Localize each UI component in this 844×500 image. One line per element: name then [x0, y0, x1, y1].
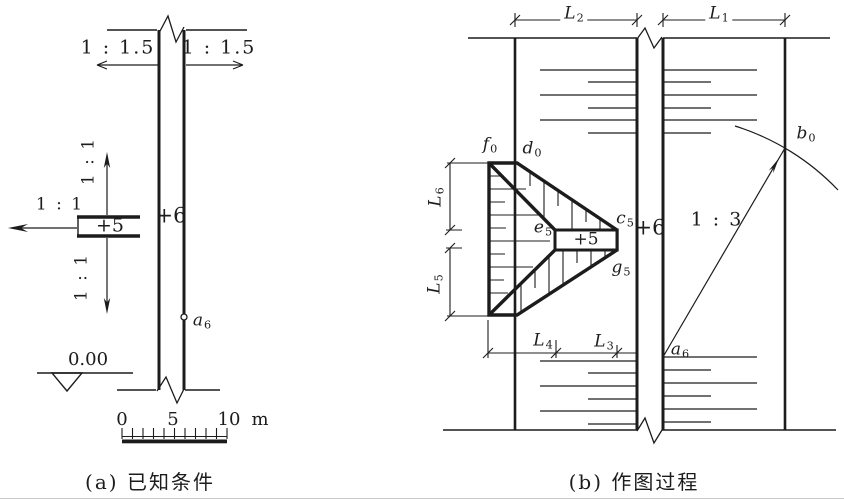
- slope-ratio-platform-up: 1 : 1: [78, 136, 99, 186]
- fig-b-platform-rect: [553, 228, 619, 252]
- fig-b-platform-slope-hatching: [489, 172, 606, 311]
- platform-elevation-label-a: +5: [95, 214, 125, 237]
- point-label-a6-fig-a: a6: [192, 310, 212, 332]
- fig-a-platform-outline: [77, 215, 140, 238]
- fig-a-road-lines: [157, 30, 186, 390]
- slope-ratio-top-right: 1 : 1.5: [181, 36, 257, 59]
- road-elevation-label-b: +6: [634, 215, 666, 240]
- arrowhead-left: [8, 224, 28, 232]
- arrowhead-down: [103, 298, 111, 314]
- scale-tick-10: 10: [217, 409, 241, 430]
- dim-label-L5: L5: [424, 274, 446, 294]
- point-label-f0: f0: [482, 134, 498, 156]
- datum-elevation-label: 0.00: [67, 349, 109, 370]
- point-label-e5: e5: [533, 217, 553, 239]
- fig-b-road-lines: [635, 38, 665, 430]
- slope-ratio-platform-down: 1 : 1: [71, 252, 92, 302]
- scale-unit: m: [251, 409, 269, 430]
- point-label-b0: b0: [796, 123, 816, 145]
- fig-a-scale-bar: [121, 428, 228, 444]
- point-label-c5: c5: [616, 208, 634, 230]
- fig-b-slope-toe-lines: [513, 38, 787, 430]
- page-bottom-divider: [0, 498, 844, 499]
- fig-a-slope-direction-arrows: [96, 60, 244, 70]
- road-elevation-label-a: +6: [155, 203, 187, 228]
- slope-ratio-platform-left: 1 : 1: [35, 194, 85, 215]
- dim-label-L1: L1: [705, 5, 733, 24]
- dim-label-L6: L6: [425, 187, 447, 207]
- dim-label-L3: L3: [594, 331, 614, 353]
- point-label-d0: d0: [522, 138, 542, 160]
- fig-a-road-break-symbols: [156, 14, 185, 405]
- fig-b-dimension-L6-L5: [444, 157, 497, 322]
- dim-label-L2: L2: [560, 5, 588, 24]
- fig-b-road-slope-hatching: [540, 69, 757, 425]
- slope-ratio-top-left: 1 : 1.5: [80, 36, 156, 59]
- arrowhead-up: [103, 152, 111, 168]
- caption-figure-b: (b) 作图过程: [568, 470, 700, 494]
- fig-b-top-and-ground-lines: [443, 37, 836, 431]
- scale-tick-0: 0: [116, 409, 128, 430]
- fig-b-dimension-L2-L1: [509, 13, 791, 27]
- fig-a-platform-slope-arrows: [8, 152, 111, 314]
- point-label-g5: g5: [611, 257, 631, 279]
- fig-b-slope-line-a6-b0: [662, 147, 786, 358]
- fig-a-point-a6-marker: [180, 313, 188, 321]
- fig-b-dimension-L4-L3: [482, 320, 637, 359]
- caption-figure-a: (a) 已知条件: [85, 470, 215, 494]
- platform-elevation-label-b: +5: [573, 229, 599, 250]
- arrowhead-a6-b0: [768, 158, 779, 174]
- dim-label-L4: L4: [533, 330, 553, 352]
- point-label-a6-fig-b: a6: [670, 339, 690, 361]
- fig-a-datum-symbol: [37, 372, 133, 393]
- scale-tick-5: 5: [167, 409, 179, 430]
- fig-b-construction-arc: [734, 125, 839, 191]
- fig-b-road-break-symbols: [636, 26, 663, 445]
- slope-ratio-1-3: 1 : 3: [690, 208, 744, 231]
